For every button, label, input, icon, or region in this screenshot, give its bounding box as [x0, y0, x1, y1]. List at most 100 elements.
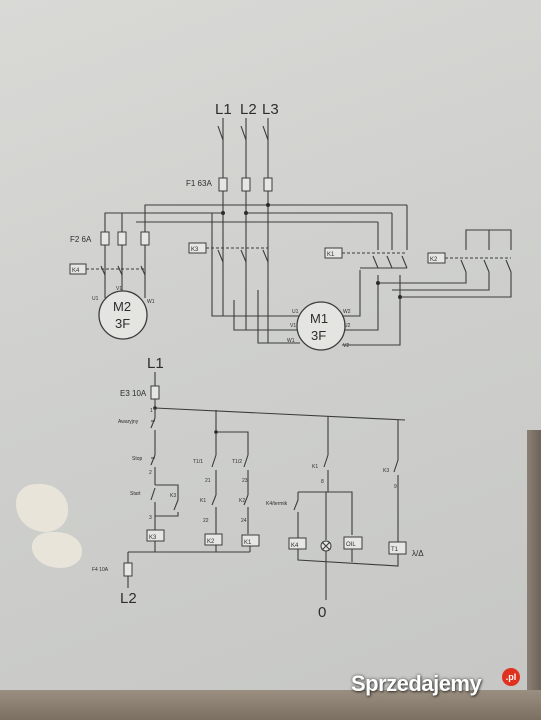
wall-edge	[527, 430, 541, 720]
wire-k2-b	[392, 272, 490, 291]
t1-1-label: T1/1	[193, 459, 203, 465]
switch-t1	[211, 454, 249, 468]
node	[398, 295, 402, 299]
stop-label: Stop	[132, 456, 143, 462]
wire-m1-w	[257, 290, 300, 344]
ctrl-top-bus	[154, 407, 406, 421]
motor-m2-name: M2	[113, 299, 131, 314]
contact-k4-term	[293, 499, 299, 511]
phase-l3-label: L3	[262, 101, 279, 118]
node-1-label: 1	[150, 408, 153, 414]
watermark-badge: .pl	[502, 668, 520, 686]
node-3-label: 3	[149, 515, 152, 521]
control-l2-label: L2	[120, 590, 137, 607]
k2-aux-label: K2	[239, 498, 245, 504]
node	[214, 430, 218, 434]
switch-start	[150, 487, 156, 501]
ctrl-wire	[155, 512, 179, 517]
ctrl-wire	[216, 431, 249, 455]
switch-stop	[150, 454, 156, 466]
contact-k-aux	[211, 494, 249, 506]
lamp-cross	[321, 541, 331, 551]
fuse-f4	[123, 562, 133, 577]
motor-m2-type: 3F	[115, 316, 130, 331]
switch-emergency	[150, 417, 156, 429]
wire-m1-v2	[342, 275, 401, 346]
emergency-label: Awaryjny	[118, 419, 139, 425]
motor-m1-name: M1	[310, 311, 328, 326]
n22-label: 22	[203, 518, 209, 524]
fuse-f1-c	[263, 177, 273, 192]
coil-k4-label: K4	[291, 543, 299, 549]
start-label: Start	[130, 491, 141, 497]
node	[221, 211, 225, 215]
fuse-e3	[150, 385, 160, 400]
motor-m1-type: 3F	[311, 328, 326, 343]
coil-k2	[204, 533, 223, 546]
table-edge	[0, 690, 541, 720]
phase-l2-label: L2	[240, 101, 257, 118]
fuse-f2-a	[100, 231, 110, 246]
m2-v1: V1	[116, 286, 122, 292]
switch-k3	[217, 249, 269, 263]
watermark-text: Sprzedajemy	[351, 671, 482, 696]
coil-k3-label: K3	[149, 535, 157, 541]
contact-k3-aux	[173, 499, 179, 511]
m1-u2: U2	[344, 323, 351, 329]
oil-label: OIL	[346, 542, 356, 548]
node-2-label: 2	[149, 470, 152, 476]
phase-l1-label: L1	[215, 101, 232, 118]
n21-label: 21	[205, 478, 211, 484]
fuse-f1-a	[218, 177, 228, 192]
t1-2-label: T1/2	[232, 459, 242, 465]
wire-m1-v	[233, 300, 300, 331]
n24-label: 24	[241, 518, 247, 524]
wire-m1-u2	[344, 275, 379, 331]
fuse-e3-label: E3 10A	[120, 389, 147, 398]
n9-label: 9	[394, 484, 397, 490]
wire-k2-a	[378, 272, 467, 284]
fuse-f4-label: F4 10A	[92, 567, 109, 573]
node	[376, 281, 380, 285]
m1-v2: V2	[343, 343, 349, 349]
wire-m1-w2	[342, 270, 361, 317]
contact-k1-top	[323, 454, 329, 468]
contactor-k2-label: K2	[430, 257, 438, 263]
star-delta-label: λ/Δ	[412, 549, 424, 558]
oil-box	[343, 536, 363, 550]
k1-aux-label: K1	[200, 498, 206, 504]
m1-u1: U1	[292, 309, 299, 315]
m2-u1: U1	[92, 296, 99, 302]
fuse-f2-label: F2 6A	[70, 235, 92, 244]
m2-w1: W1	[147, 299, 155, 305]
n23-label: 23	[242, 478, 248, 484]
k4-term-label: K4/termik	[266, 501, 288, 507]
switch-main	[217, 125, 269, 141]
node	[266, 203, 270, 207]
contactor-k3-label: K3	[191, 247, 199, 253]
coil-k1-label: K1	[244, 540, 252, 546]
wire-m1-u	[211, 213, 300, 317]
neutral-bus	[297, 549, 399, 567]
paper-stain	[32, 532, 82, 568]
ctrl-bus-8	[298, 491, 353, 535]
k3-top-label: K3	[383, 468, 389, 474]
motor-m1	[296, 301, 346, 351]
switch-k1	[372, 255, 408, 269]
fuse-f2-c	[140, 231, 150, 246]
motor-m2	[98, 290, 148, 340]
fuse-f1-label: F1 63A	[186, 179, 212, 188]
contact-k3-top	[393, 459, 399, 473]
fuse-f2-b	[117, 231, 127, 246]
paper-stain	[16, 484, 68, 532]
k1-top-label: K1	[312, 464, 318, 470]
node	[244, 211, 248, 215]
contactor-k1-label: K1	[327, 252, 335, 258]
m1-v1: V1	[290, 323, 296, 329]
k3-aux-label: K3	[170, 493, 176, 499]
wire-k2-c	[400, 272, 512, 298]
fuse-f1-b	[241, 177, 251, 192]
coil-k2-label: K2	[207, 539, 215, 545]
